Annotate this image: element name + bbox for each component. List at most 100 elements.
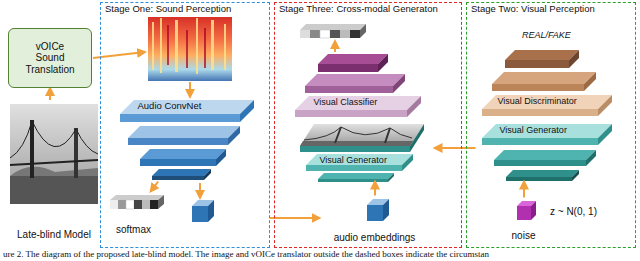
node-label: noise: [512, 230, 536, 241]
class-output-vector: [300, 24, 366, 38]
generator-layers: [494, 160, 586, 166]
flow-arrow: [435, 147, 476, 149]
softmax-vector: [150, 200, 158, 209]
audio-convnet-layers: [120, 114, 240, 122]
flow-arrow: [49, 88, 51, 100]
output-label: REAL/FAKE: [522, 30, 571, 40]
classifier-layers: [295, 54, 421, 117]
audio-convnet-layers: [228, 126, 240, 145]
node-label: softmax: [116, 224, 151, 235]
stage-title: Stage Three: Cross-modal Generaton: [279, 4, 438, 15]
classifier-layers: [305, 86, 393, 93]
figure-caption: ure 2. The diagram of the proposed late-…: [3, 250, 489, 260]
softmax-vector: [110, 200, 118, 209]
embedding-cube: [367, 199, 389, 221]
flow-arrow: [151, 182, 158, 192]
generator-layers: [402, 154, 413, 171]
spectrogram: [167, 25, 169, 65]
audio-convnet-layers: [216, 149, 226, 166]
node-label: vOICe Sound Translation: [23, 41, 77, 75]
output-vector: softmax: [104, 192, 164, 238]
audio-feature-cube: [192, 206, 208, 222]
softmax-vector: [142, 200, 150, 209]
discriminator-layers: [482, 109, 598, 116]
softmax-vector: [110, 195, 164, 200]
generator-layers: [300, 146, 410, 152]
softmax-vector: [118, 200, 126, 209]
network-block: Visual Generator: [476, 122, 621, 182]
noise-cube: noise: [500, 198, 548, 244]
node-label: Visual Generator: [500, 125, 567, 135]
softmax-vector: [126, 200, 134, 209]
flow-arrow: [270, 217, 320, 219]
discriminator-layers: [505, 50, 579, 60]
spectrogram: [148, 17, 232, 81]
process-box: vOICe Sound Translation: [8, 28, 92, 88]
audio-convnet-layers: [152, 176, 204, 180]
node-label: Visual Classifier: [314, 97, 378, 107]
audio-convnet-layers: [120, 100, 254, 114]
discriminator-layers: [569, 50, 579, 68]
classifier-layers: [407, 96, 421, 117]
generator-layers: [410, 124, 424, 152]
flow-arrow: [93, 41, 335, 198]
node-label: Visual Generator: [320, 155, 387, 165]
generated-image: [304, 127, 412, 140]
flow-arrow: [523, 182, 525, 198]
generator-layers: [586, 150, 596, 166]
class-output-vector: [300, 24, 366, 30]
distribution-label: z ~ N(0, 1): [550, 206, 597, 217]
generator-layers: [300, 124, 424, 182]
generator-layers: [482, 124, 612, 181]
audio-convnet-layers: [140, 159, 216, 166]
audio-feature-cube: [192, 200, 214, 222]
bridge-photo: [74, 128, 78, 178]
generator-layers: [506, 177, 572, 181]
spectrogram: [196, 18, 198, 74]
embedding-cube: [383, 199, 389, 221]
classifier-layers: [295, 110, 407, 117]
stage-title: Stage One: Sound Perception: [105, 4, 231, 15]
classifier-layers: [305, 74, 405, 86]
embedding-cube: audio embeddings: [320, 196, 430, 246]
audio-convnet-layers: [240, 100, 254, 122]
generator-layers: [306, 154, 413, 165]
network-block: Audio ConvNet: [118, 98, 262, 182]
audio-convnet-layers: [140, 149, 226, 159]
class-output-vector: [350, 30, 360, 38]
spectrogram: [204, 28, 206, 68]
audio-convnet-layers: [152, 169, 211, 176]
generated-image: [300, 124, 424, 146]
generator-layers: [388, 173, 394, 182]
audio-convnet-layers: [204, 169, 211, 180]
noise-cube: [517, 201, 536, 220]
spectrogram: [211, 20, 214, 70]
generator-layers: [572, 170, 579, 181]
flow-arrow: [374, 182, 376, 196]
spectrogram: [152, 22, 154, 70]
spectrogram: [175, 20, 178, 72]
class-output-vector: [330, 30, 340, 38]
bridge-photo: [10, 160, 98, 165]
generator-layers: [482, 138, 598, 145]
classifier-layers: [393, 74, 405, 93]
generator-layers: [318, 173, 394, 179]
discriminator-layers: [482, 50, 612, 116]
generated-image: [300, 124, 424, 146]
classifier-layers: [318, 54, 388, 64]
node-label: Visual Discriminator: [498, 96, 577, 106]
audio-convnet-layers: [128, 126, 240, 138]
generator-layers: [506, 170, 579, 177]
classifier-layers: [378, 54, 388, 72]
noise-cube: [531, 201, 536, 220]
spectrogram: [186, 30, 188, 68]
spectrogram: [148, 17, 232, 81]
network-block: Visual Discriminator: [476, 46, 621, 118]
class-output-vector: [310, 30, 320, 38]
noise-cube: [517, 206, 531, 220]
class-output-vector: [300, 30, 310, 38]
discriminator-layers: [505, 60, 569, 68]
discriminator-layers: [492, 84, 584, 91]
bridge-photo: [10, 104, 98, 204]
